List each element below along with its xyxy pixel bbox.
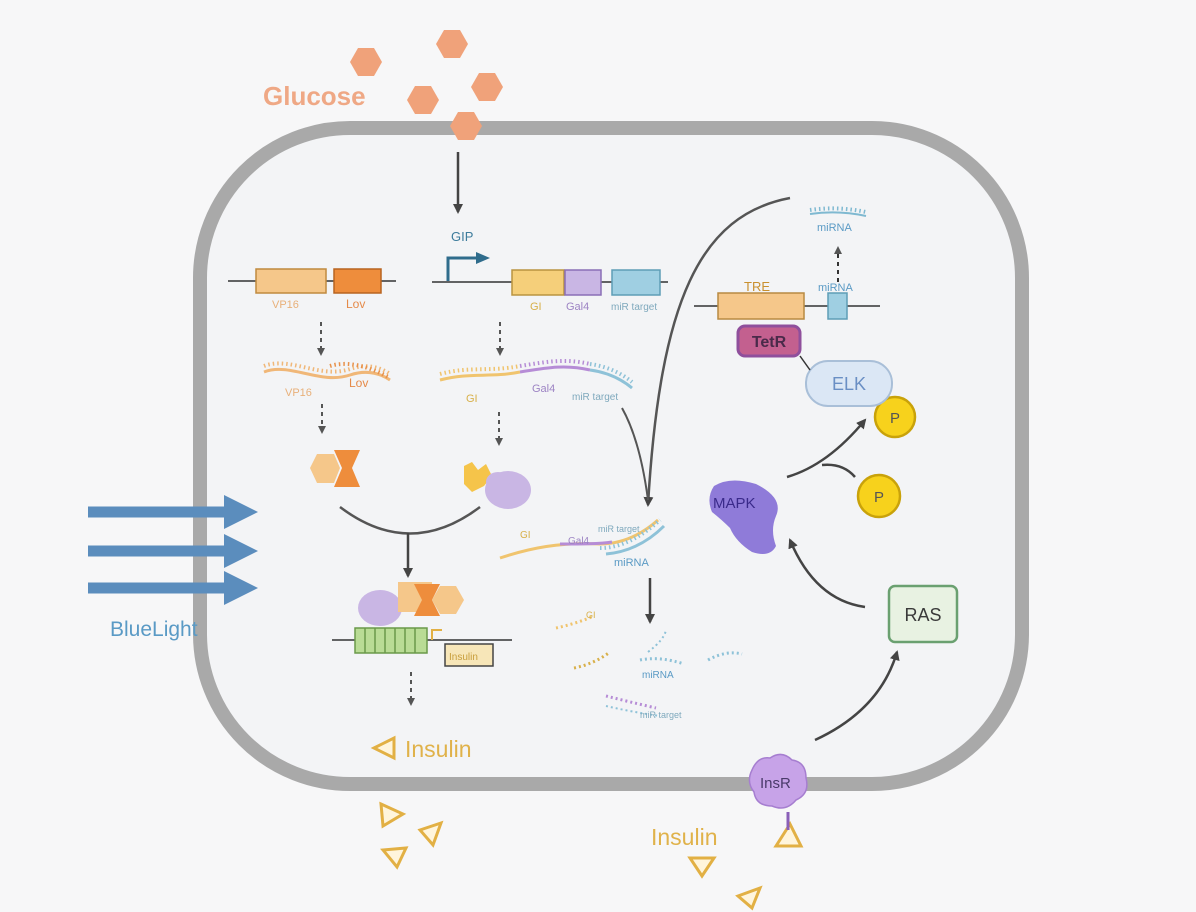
gi-gal4-mrna: GI Gal4 miR target [439,358,634,405]
insulin-gene-box [444,643,494,667]
blue-light-arrows [88,495,258,605]
frag-mirna-label: miRNA [642,670,674,681]
insulin-triangle-icon [379,801,407,829]
glucose-hexagon [436,30,468,58]
lov-mrna-label: Lov [349,376,368,390]
gip-promoter-icon [446,256,478,281]
insulin-triangle-icon [687,856,717,879]
mir-target-box [611,269,661,296]
mir-target-label: miR target [611,302,657,313]
gi-gal4-gene: GI Gal4 miR target [432,269,668,313]
duplex-mirna-label: miRNA [614,557,649,569]
cell-membrane [193,121,1029,791]
mirna-gene-label: miRNA [818,282,853,294]
glucose-molecules [350,30,503,140]
insr-receptor: InsR [748,753,808,830]
p2-label: P [874,489,884,506]
phosphate-icon [873,395,917,439]
ras-to-mapk-arrow [788,538,866,609]
mapk-phosphorylation-arrow [786,418,867,479]
p1-label: P [890,410,900,427]
glucose-hexagon [450,112,482,140]
ras-label: RAS [904,605,941,625]
elk-label: ELK [832,374,866,394]
insulin-gene: Insulin [332,627,512,667]
active-complex [358,582,464,626]
tetr-label: TetR [752,334,787,351]
mirna-top-label: miRNA [817,222,852,234]
vp16-lov-protein [310,450,360,487]
vp16-lov-gene: VP16 Lov [228,268,396,311]
duplex-gi-label: GI [520,530,531,541]
gal4-box [564,269,602,296]
vp16-box [255,268,327,294]
insulin-triangle-icon [735,885,763,911]
insr-label: InsR [760,775,791,792]
insulin-triangle-icon [417,820,444,848]
dimerization-curve [339,506,481,535]
tre-mirna-gene: TRE miRNA [694,279,880,320]
glucose-hexagon [350,48,382,76]
insulin-triangle-icon [380,846,409,870]
ras-box [887,584,959,644]
glucose-hexagon [471,73,503,101]
duplex-target-label: miR target [598,524,640,534]
secreted-insulin [379,801,804,911]
gip-promoter-arrow [476,252,490,264]
elk-box [805,360,893,407]
elk-tetr-link [799,355,811,371]
mirna-to-target-arrow [643,196,791,507]
vp16-label: VP16 [272,299,299,311]
frag-gi-label: GI [586,610,596,620]
mapk-label: MAPK [713,495,756,512]
mirna-product: miRNA [809,206,867,234]
uas-box [354,627,428,654]
gi-mrna-label: GI [466,393,478,405]
duplex-gal4-label: Gal4 [568,536,590,547]
blue-light-label: BlueLight [110,618,198,641]
tetr-box [736,324,802,358]
mapk-protein [709,480,778,554]
insulin-inside-label: Insulin [405,736,471,762]
insulin-triangle-icon [773,820,804,848]
mir-target-mrna-label: miR target [572,392,618,403]
insr-to-ras-arrow [814,650,900,742]
tre-label: TRE [744,279,770,294]
degraded-fragments: GI miRNA miR target [555,610,743,720]
insulin-gene-label: Insulin [449,652,478,663]
lov-box [333,268,382,294]
lov-label: Lov [346,297,365,311]
insulin-triangle-icon [370,735,396,761]
phosphate-icon [856,473,902,519]
gal4-mrna-label: Gal4 [532,383,555,395]
insulin-outside-label: Insulin [651,824,717,850]
glucose-hexagon [407,86,439,114]
gi-box [511,269,565,296]
vp16-lov-mrna: VP16 Lov [263,361,392,399]
mrna-to-duplex-arrow [621,407,649,501]
vp16-mrna-label: VP16 [285,387,312,399]
tre-box [717,292,805,320]
gi-label: GI [530,301,542,313]
gi-gal4-protein [464,462,531,509]
mirna-target-duplex: GI Gal4 miR target miRNA [499,518,666,569]
mirna-gene-box [827,292,848,320]
gal4-label: Gal4 [566,301,589,313]
glucose-label: Glucose [263,81,366,111]
phosphate-feed-curve [821,463,856,478]
gip-label: GIP [451,229,473,244]
frag-target-label: miR target [640,710,682,720]
